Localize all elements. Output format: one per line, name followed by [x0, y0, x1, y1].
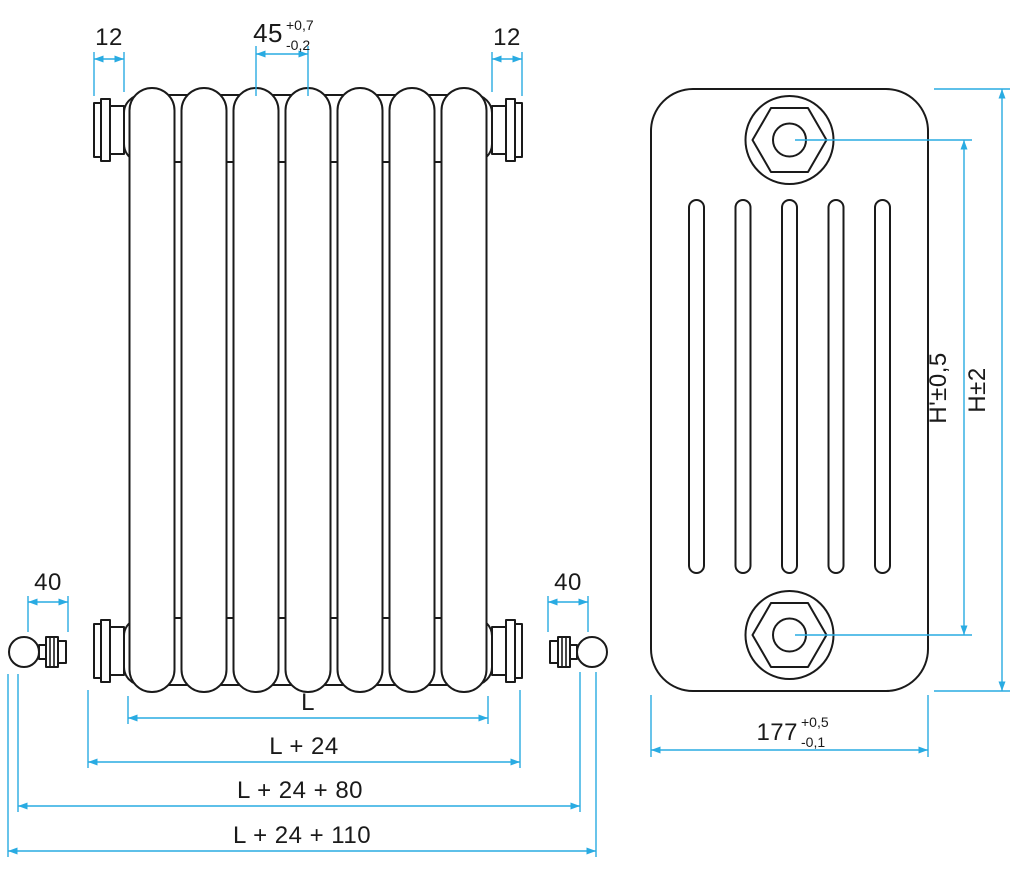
plug-flange	[505, 619, 516, 683]
side-view	[650, 88, 929, 692]
dim-length: L	[127, 689, 489, 724]
dim-depth-tol-minus: -0,1	[801, 734, 825, 750]
dim-valve-right-label: 40	[554, 569, 582, 596]
side-slot	[827, 199, 845, 574]
dim-length-plugs: L + 24	[87, 690, 521, 768]
dim-depth-value: 177	[756, 719, 798, 746]
side-slot	[781, 199, 798, 574]
plug-body	[491, 105, 507, 155]
dim-length-overall: L + 24 + 110	[7, 672, 597, 857]
plug-flange	[505, 98, 516, 162]
valve-stem	[569, 644, 578, 660]
radiator-tube	[336, 87, 384, 693]
plug-flange	[100, 619, 111, 683]
radiator-tube	[232, 87, 280, 693]
plug-body	[109, 105, 125, 155]
valve-left	[8, 636, 67, 668]
valve-collar	[57, 640, 67, 664]
plug-cap	[93, 102, 102, 158]
valve-nut	[45, 636, 59, 668]
valve-stem	[38, 644, 47, 660]
plug-flange	[100, 98, 111, 162]
dim-pitch-value: 45	[253, 18, 283, 48]
bushing-top	[744, 95, 835, 185]
radiator-tube	[128, 87, 176, 693]
plug-body	[491, 626, 507, 676]
dim-pitch-tol-plus: +0,7	[286, 17, 314, 33]
dim-valve-right: 40	[547, 569, 589, 632]
valve-ball	[576, 636, 608, 668]
dim-plug-right-label: 12	[493, 24, 521, 51]
radiator-tube	[180, 87, 228, 693]
front-view	[8, 87, 608, 693]
dim-length-plugs-label: L + 24	[269, 733, 339, 760]
radiator-tube	[388, 87, 436, 693]
dim-length-overall-label: L + 24 + 110	[233, 822, 371, 849]
dim-overall-height-label: H±2	[964, 367, 991, 412]
tube-bank	[128, 87, 488, 693]
dim-length-valves: L + 24 + 80	[17, 672, 581, 812]
dim-plug-left-label: 12	[95, 24, 123, 51]
dim-pitch-tol-minus: -0,2	[286, 37, 310, 53]
plug-body	[109, 626, 125, 676]
dim-depth: 177 +0,5 -0,1	[650, 695, 929, 757]
plug-top-right	[491, 98, 523, 162]
dim-centres-height: H'±0,5	[795, 139, 972, 636]
dim-length-valves-label: L + 24 + 80	[237, 777, 363, 804]
plug-cap	[514, 623, 523, 679]
dim-depth-tol-plus: +0,5	[801, 714, 829, 730]
side-slot	[688, 199, 705, 574]
dim-valve-left: 40	[27, 569, 69, 632]
side-dimensions: H'±0,5 H±2 177 +0,5 -0,1	[650, 88, 1010, 757]
side-slot	[734, 199, 752, 574]
radiator-tube	[440, 87, 488, 693]
valve-ball	[8, 636, 40, 668]
radiator-tube	[284, 87, 332, 693]
valve-right	[549, 636, 608, 668]
front-dimensions: 12 45 +0,7 -0,2 12 40	[7, 17, 597, 857]
dim-valve-left-label: 40	[34, 569, 62, 596]
dim-centres-height-label: H'±0,5	[925, 352, 952, 423]
dim-plug-left: 12	[93, 24, 125, 96]
valve-collar	[549, 640, 559, 664]
plug-top-left	[93, 98, 125, 162]
dim-length-label: L	[301, 689, 315, 716]
side-slots	[688, 199, 891, 574]
dim-plug-right: 12	[491, 24, 523, 96]
valve-nut	[557, 636, 571, 668]
side-slot	[874, 199, 891, 574]
plug-cap	[93, 623, 102, 679]
plug-cap	[514, 102, 523, 158]
dim-pitch: 45 +0,7 -0,2	[253, 17, 314, 96]
plug-bottom-left	[93, 619, 125, 683]
plug-bottom-right	[491, 619, 523, 683]
dim-overall-height: H±2	[934, 88, 1010, 692]
